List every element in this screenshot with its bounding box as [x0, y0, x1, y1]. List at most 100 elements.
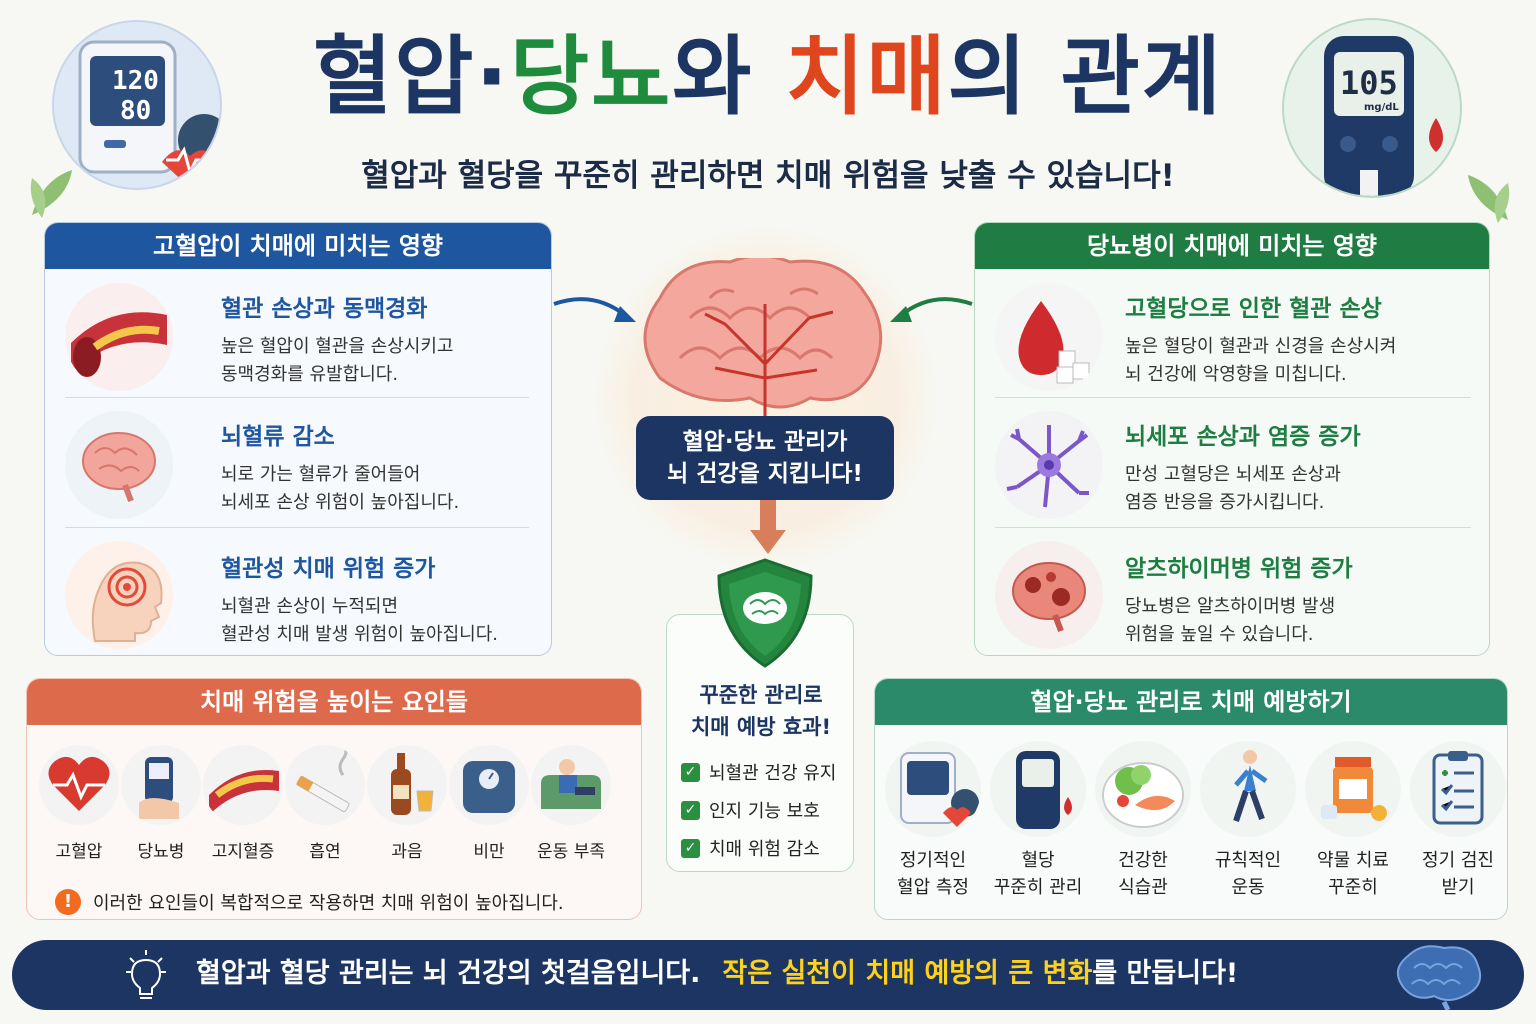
- footer-message: 혈압과 혈당 관리는 뇌 건강의 첫걸음입니다. 작은 실천이 치매 예방의 큰 …: [196, 954, 1238, 994]
- divider: [65, 397, 529, 398]
- diabetes-panel: 당뇨병이 치매에 미치는 영향 고혈당으로 인한 혈관 손상 높은 혈당이 혈관…: [974, 222, 1490, 656]
- divider: [65, 527, 529, 528]
- hypertension-item-heading: 혈관성 치매 위험 증가: [221, 556, 436, 582]
- risk-note: 이러한 요인들이 복합적으로 작용하면 치매 위험이 높아집니다.: [93, 893, 564, 914]
- title-part-diabetes: 당뇨: [510, 27, 673, 127]
- artery-icon: [65, 283, 173, 391]
- brain-icon: [65, 411, 173, 519]
- diabetes-item-heading: 뇌세포 손상과 염증 증가: [1125, 424, 1361, 450]
- prevention-label-line: 받기: [1441, 877, 1475, 898]
- title-part-bp: 혈압·: [313, 27, 511, 127]
- hypertension-item-heading: 혈관 손상과 동맥경화: [221, 296, 428, 322]
- prevention-label-line: 혈압 측정: [897, 877, 969, 898]
- hypertension-item-desc: 혈관성 치매 발생 위험이 높아집니다.: [221, 624, 499, 645]
- diabetes-item-desc: 높은 혈당이 혈관과 신경을 손상시켜: [1125, 336, 1397, 357]
- checkbox-icon: ✓: [681, 762, 700, 782]
- diabetes-item-desc: 염증 반응을 증가시킵니다.: [1125, 492, 1325, 513]
- risk-factor-label: 고지혈증: [211, 842, 275, 862]
- arrow-right-icon: [553, 297, 636, 322]
- title-part-relation: 의 관계: [947, 27, 1223, 127]
- hypertension-panel: 고혈압이 치매에 미치는 영향 혈관 손상과 동맥경화 높은 혈압이 혈관을 손…: [44, 222, 552, 656]
- brain-footer-icon: [1397, 945, 1482, 1010]
- glucose-unit: mg/dL: [1364, 102, 1399, 113]
- center-message-line: 뇌 건강을 지킵니다!: [667, 461, 863, 487]
- head-target-icon: [65, 541, 173, 649]
- shield-brain-icon: [717, 558, 813, 668]
- management-effect-panel: 꾸준한 관리로 치매 예방 효과! ✓뇌혈관 건강 유지 ✓인지 기능 보호 ✓…: [666, 614, 854, 872]
- prevention-title: 혈압·당뇨 관리로 치매 예방하기: [875, 679, 1507, 725]
- risk-factor-label: 고혈압: [55, 842, 103, 862]
- footer-text-white: 혈압과 혈당 관리는 뇌 건강의 첫걸음입니다.: [196, 958, 701, 989]
- diabetes-item-desc: 위험을 높일 수 있습니다.: [1125, 624, 1314, 645]
- page-title: 혈압·당뇨와 치매의 관계: [0, 22, 1536, 132]
- checkbox-icon: ✓: [681, 838, 700, 858]
- hypertension-item-desc: 동맥경화를 유발합니다.: [221, 364, 399, 385]
- blood-drop-sugar-icon: [995, 283, 1103, 391]
- check-item: ✓ 치매 위험 감소: [681, 835, 836, 861]
- diabetes-item-desc: 만성 고혈당은 뇌세포 손상과: [1125, 464, 1341, 485]
- lightbulb-icon: [126, 950, 166, 999]
- diabetes-item-heading: 고혈당으로 인한 혈관 손상: [1125, 296, 1382, 322]
- risk-factor-drinking: 과음: [367, 745, 447, 862]
- risk-factor-hypertension: 고혈압: [39, 745, 119, 862]
- prevention-label-line: 약물 치료: [1317, 850, 1389, 871]
- diabetes-item-heading: 알츠하이머병 위험 증가: [1125, 556, 1353, 582]
- prevention-label-line: 건강한: [1118, 850, 1168, 871]
- risk-factor-smoking: 흡연: [285, 745, 365, 862]
- diabetes-item-desc: 당뇨병은 알츠하이머병 발생: [1125, 596, 1336, 617]
- glucose-value: 105: [1340, 64, 1398, 102]
- risk-factor-label: 운동 부족: [537, 842, 605, 862]
- leaf-decoration-icon: [1468, 175, 1510, 223]
- risk-factor-obesity: 비만: [449, 745, 529, 862]
- leaf-decoration-icon: [30, 170, 72, 218]
- risk-factor-label: 흡연: [309, 842, 341, 862]
- diabetes-item-desc: 뇌 건강에 악영향을 미칩니다.: [1125, 364, 1347, 385]
- arrow-left-icon: [890, 297, 973, 322]
- risk-factors-panel: 치매 위험을 높이는 요인들 고혈압 당뇨병 고지혈증 흡연 과음 비만 운동 …: [26, 678, 642, 920]
- diabetes-panel-title: 당뇨병이 치매에 미치는 영향: [975, 223, 1489, 269]
- page-subtitle: 혈압과 혈당을 꾸준히 관리하면 치매 위험을 낮출 수 있습니다!: [361, 158, 1175, 194]
- risk-factor-inactivity: 운동 부족: [531, 745, 611, 862]
- title-part-dementia: 치매: [785, 27, 948, 127]
- footer-text-end: 를 만듭니다!: [1092, 958, 1239, 989]
- prevention-label-line: 꾸준히: [1328, 877, 1378, 898]
- check-label: 인지 기능 보호: [709, 801, 820, 822]
- risk-factors-title: 치매 위험을 높이는 요인들: [27, 679, 641, 725]
- prevention-label-line: 꾸준히 관리: [993, 877, 1083, 898]
- central-brain-icon: [643, 258, 883, 434]
- hypertension-panel-title: 고혈압이 치매에 미치는 영향: [45, 223, 551, 269]
- risk-factor-label: 비만: [473, 842, 505, 862]
- prevention-label-line: 혈당: [1021, 850, 1055, 871]
- divider: [995, 397, 1471, 398]
- check-label: 치매 위험 감소: [709, 839, 820, 860]
- risk-factor-diabetes: 당뇨병: [121, 745, 201, 862]
- prevention-label-line: 정기적인: [899, 850, 967, 871]
- glucose-meter-icon: 105 mg/dL: [1282, 18, 1462, 198]
- center-message: 혈압·당뇨 관리가 뇌 건강을 지킵니다!: [636, 416, 894, 500]
- center-message-line: 혈압·당뇨 관리가: [682, 429, 848, 455]
- neuron-icon: [995, 411, 1103, 519]
- check-item: ✓인지 기능 보호: [681, 797, 836, 823]
- risk-factor-label: 과음: [391, 842, 423, 862]
- prevention-label-line: 운동: [1231, 877, 1265, 898]
- bp-systolic: 120: [112, 66, 159, 96]
- footer-text-yellow: 작은 실천이 치매 예방의 큰 변화: [722, 958, 1093, 989]
- down-arrow-icon: [750, 500, 786, 554]
- check-label: 뇌혈관 건강 유지: [709, 763, 837, 784]
- hypertension-item-heading: 뇌혈류 감소: [221, 424, 335, 450]
- prevention-label-line: 식습관: [1118, 877, 1168, 898]
- prevention-label-line: 정기 검진: [1422, 850, 1494, 871]
- hypertension-item-desc: 뇌혈관 손상이 누적되면: [221, 596, 399, 617]
- hypertension-item-desc: 뇌세포 손상 위험이 높아집니다.: [221, 492, 460, 513]
